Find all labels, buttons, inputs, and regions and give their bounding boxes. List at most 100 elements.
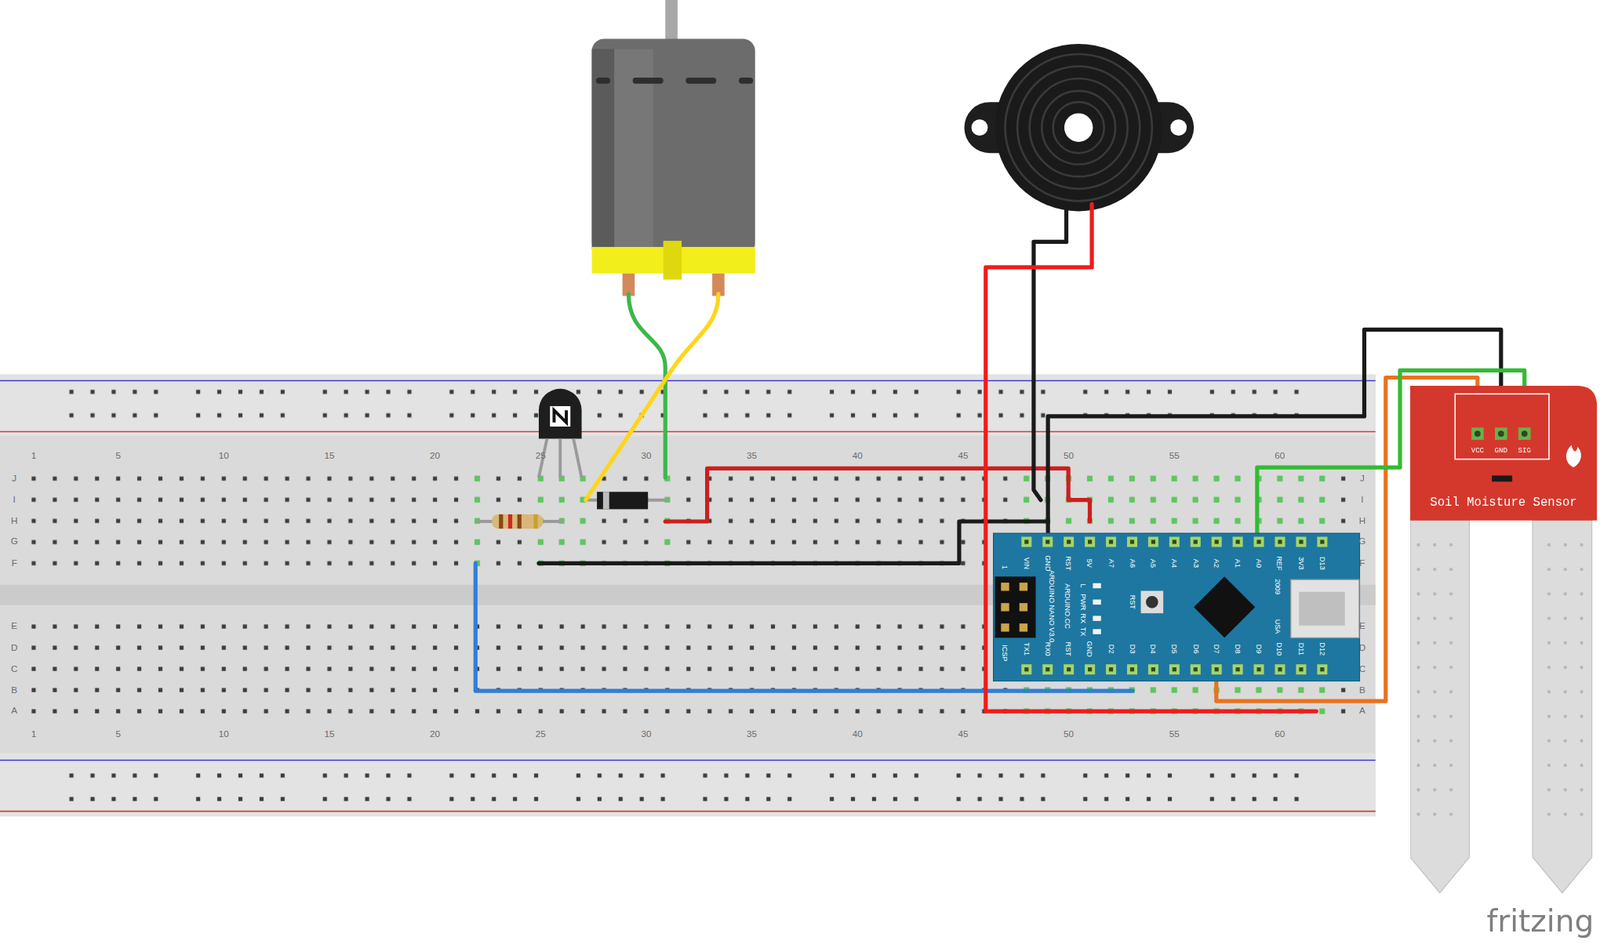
arduino-nano-board-outline-part — [1148, 664, 1159, 675]
arduino-nano-board-outline-part — [1190, 664, 1201, 675]
pin-label: A7 — [1107, 559, 1115, 568]
row-letter: C — [10, 665, 18, 675]
arduino-nano-board-outline-part — [1019, 603, 1028, 611]
arduino-nano-board-outline-part — [1172, 667, 1177, 672]
arduino-nano-board-outline-part — [1277, 667, 1282, 672]
pin-label: 1 — [1001, 565, 1009, 570]
soil-moisture-sensor-outline-part — [1566, 444, 1582, 468]
column-number: 10 — [218, 451, 230, 462]
arduino-nano-board-outline-part — [1063, 664, 1074, 675]
pin-label: A3 — [1192, 559, 1200, 568]
dc-motor-part — [738, 77, 753, 84]
arduino-nano-board-outline-part — [1151, 667, 1156, 672]
piezo-buzzer-part — [971, 119, 989, 136]
arduino-nano-board-outline-part — [1236, 667, 1240, 672]
watermark: fritzing — [1486, 906, 1594, 938]
arduino-nano-board-outline-part — [1193, 667, 1198, 672]
soil-moisture-sensor-outline-part — [1471, 427, 1484, 440]
npn-transistor-part — [553, 410, 567, 423]
breadboard-part — [0, 374, 1376, 437]
breadboard-part — [948, 763, 1055, 811]
dc-motor-part — [592, 48, 615, 249]
piezo-buzzer-part — [1053, 101, 1105, 153]
breadboard-part — [567, 763, 674, 811]
row-letter: G — [1358, 537, 1366, 547]
pin-label: D12 — [1318, 642, 1326, 656]
piezo-buzzer-part — [994, 43, 1162, 211]
arduino-nano-board-outline-part — [1214, 667, 1219, 672]
pin-label: D9 — [1254, 644, 1262, 655]
arduino-nano-board-outline-part — [1087, 539, 1092, 544]
column-number: 35 — [746, 451, 757, 462]
column-number: 55 — [1169, 451, 1180, 462]
pin-label: VIN — [1022, 557, 1030, 570]
resistor-symbol-part — [508, 514, 513, 529]
row-letter: I — [13, 495, 16, 506]
pin-label: A5 — [1149, 559, 1157, 568]
column-number: 40 — [852, 451, 863, 462]
row-letter: G — [10, 537, 19, 547]
board-title: Soil Moisture Sensor — [1429, 497, 1577, 510]
pin-label: A6 — [1128, 559, 1136, 568]
arduino-nano-board-outline-part — [1130, 667, 1135, 672]
jumper-wires-part — [538, 521, 1048, 564]
arduino-nano-board-outline-part — [1193, 576, 1255, 638]
pin-label: D6 — [1192, 644, 1200, 655]
breadboard-part — [821, 380, 928, 428]
pin-label: 3V3 — [1297, 556, 1305, 570]
row-letter: A — [1359, 706, 1366, 717]
breadboard-part — [187, 380, 294, 428]
breadboard — [0, 374, 1376, 818]
breadboard-part — [61, 763, 168, 811]
pin-label: A1 — [1234, 559, 1242, 568]
arduino-nano-board-outline-part — [1148, 537, 1159, 548]
arduino-nano-board-outline-part — [1316, 537, 1328, 548]
arduino-nano-board-outline-part — [1232, 664, 1244, 675]
arduino-nano-board-outline-part — [1084, 537, 1095, 548]
column-number: 25 — [535, 451, 546, 462]
breadboard-part — [1074, 763, 1181, 811]
resistor-symbol-part — [498, 514, 503, 529]
arduino-nano-board-outline-part — [1092, 615, 1101, 622]
pin-label: A2 — [1213, 559, 1221, 568]
arduino-nano-board-outline-part — [1042, 537, 1053, 548]
row-letter: C — [1359, 665, 1366, 675]
breadboard-part — [567, 380, 674, 428]
arduino-nano-board-outline-part — [1019, 623, 1028, 632]
soil-moisture-sensor: VCCGNDSIGSoil Moisture Sensor — [1410, 385, 1597, 897]
resistor-symbol — [477, 514, 563, 529]
pin-label: D8 — [1234, 644, 1242, 655]
arduino-nano-board-outline-part — [1066, 539, 1071, 544]
column-number: 60 — [1274, 730, 1285, 740]
arduino-nano-board-outline-part — [1320, 667, 1324, 672]
pin-label: A4 — [1170, 559, 1179, 568]
breadboard-part — [0, 431, 1376, 433]
row-letter: J — [11, 474, 17, 484]
arduino-nano-board-outline-part — [1024, 539, 1029, 544]
piezo-buzzer-part — [1170, 119, 1187, 136]
resistor-symbol-part — [491, 514, 543, 529]
dc-motor-part — [596, 77, 611, 84]
arduino-nano-board-outline-part — [1298, 667, 1303, 672]
column-number: 40 — [852, 730, 863, 740]
soil-moisture-sensor-outline-part — [1410, 520, 1470, 894]
pin-label: ARDUINO NANO V3.0 — [1048, 570, 1056, 643]
pin-label: 5V — [1086, 559, 1094, 568]
pin-label: TX1 — [1022, 642, 1030, 656]
breadboard-part — [440, 380, 547, 428]
pin-label: SIG — [1518, 447, 1531, 455]
column-number: 50 — [1063, 730, 1074, 740]
row-letter: I — [1360, 495, 1364, 506]
arduino-nano-board-outline-part — [1021, 537, 1032, 548]
dc-motor — [592, 0, 756, 296]
row-letter: E — [1359, 621, 1366, 632]
row-letter: F — [11, 559, 18, 569]
arduino-nano-board-outline-part — [1000, 623, 1009, 632]
breadboard-part — [440, 763, 547, 811]
row-letter: E — [10, 621, 18, 632]
arduino-nano-board-outline-part — [1092, 583, 1101, 590]
arduino-nano-board-outline-part — [1254, 537, 1265, 548]
pin-label: VCC — [1471, 447, 1484, 455]
pin-label: D2 — [1107, 644, 1115, 655]
